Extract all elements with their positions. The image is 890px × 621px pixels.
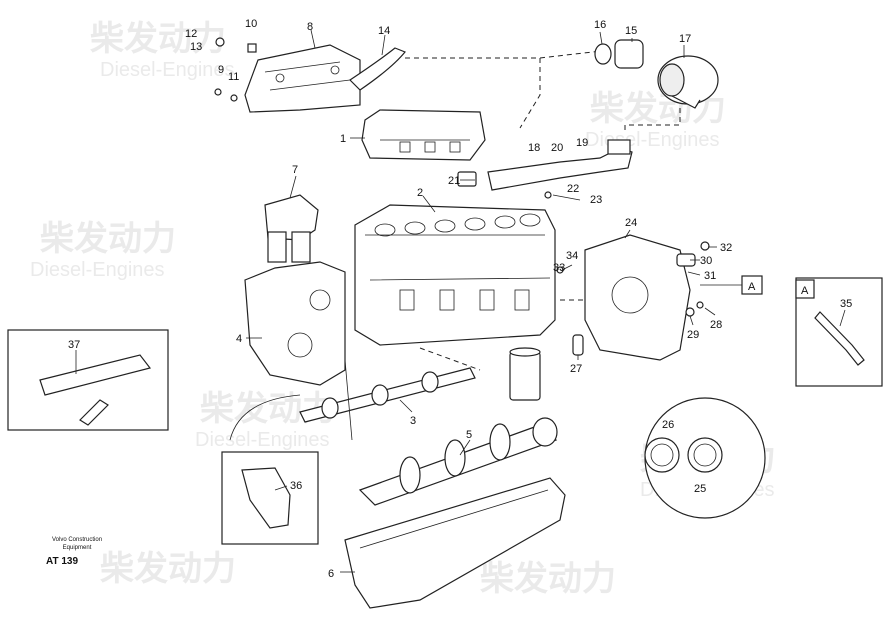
leader-lines bbox=[75, 29, 846, 573]
watermark-en: Diesel-Engines bbox=[585, 129, 720, 151]
watermark-cn: 柴发动力 bbox=[90, 20, 226, 58]
part-5-crankshaft bbox=[358, 417, 558, 506]
part-19-exhaust-pipe bbox=[487, 139, 633, 191]
callout-34: 34 bbox=[566, 250, 578, 262]
callout-11: 11 bbox=[228, 71, 239, 83]
callout-23: 23 bbox=[590, 194, 602, 206]
watermark-en: Diesel-Engines bbox=[100, 59, 235, 81]
part-14-pipe bbox=[349, 47, 406, 91]
detail-box-letter: A bbox=[801, 285, 809, 297]
callout-1: 1 bbox=[340, 133, 346, 145]
watermark-en: Diesel-Engines bbox=[195, 429, 330, 451]
part-6-oil-pan bbox=[344, 477, 566, 609]
reference-marker-letter: A bbox=[748, 281, 756, 293]
illustration-code: AT 139 bbox=[46, 556, 79, 567]
part-4-timing-cover bbox=[244, 261, 346, 386]
part-16-clamp bbox=[594, 43, 612, 65]
callout-28: 28 bbox=[710, 319, 722, 331]
callout-35: 35 bbox=[840, 298, 852, 310]
part-24-flywheel-housing bbox=[584, 234, 691, 361]
part-2-engine-block bbox=[354, 204, 556, 346]
callout-6: 6 bbox=[328, 568, 334, 580]
detail-box-37 bbox=[7, 329, 169, 431]
callout-3: 3 bbox=[410, 415, 416, 427]
callout-17: 17 bbox=[679, 33, 691, 45]
fasteners bbox=[214, 37, 710, 356]
callout-20: 20 bbox=[551, 142, 563, 154]
callout-5: 5 bbox=[466, 429, 472, 441]
callout-33: 33 bbox=[553, 262, 565, 274]
callout-18: 18 bbox=[528, 142, 540, 154]
callout-4: 4 bbox=[236, 333, 242, 345]
reference-marker-a: A bbox=[700, 275, 763, 295]
callout-13: 13 bbox=[190, 41, 202, 53]
part-17-turbocharger bbox=[657, 55, 719, 109]
callout-9: 9 bbox=[218, 64, 224, 76]
part-21-gasket bbox=[457, 171, 477, 187]
callout-labels: 1 2 3 4 5 6 7 8 9 10 11 12 13 14 15 16 1… bbox=[68, 18, 852, 580]
callout-15: 15 bbox=[625, 25, 637, 37]
part-8-manifold bbox=[244, 44, 361, 113]
callout-25: 25 bbox=[694, 483, 706, 495]
callout-32: 32 bbox=[720, 242, 732, 254]
callout-8: 8 bbox=[307, 21, 313, 33]
publisher-name: Volvo Construction bbox=[52, 537, 103, 543]
part-1-valve-cover bbox=[361, 109, 486, 161]
callout-24: 24 bbox=[625, 217, 637, 229]
part-7-filter-housing bbox=[264, 194, 319, 263]
watermark-cn: 柴发动力 bbox=[100, 550, 236, 588]
part-15-hose bbox=[614, 39, 644, 69]
callout-16: 16 bbox=[594, 19, 606, 31]
callout-10: 10 bbox=[245, 18, 257, 30]
callout-7: 7 bbox=[292, 164, 298, 176]
seals-detail bbox=[644, 397, 766, 519]
callout-29: 29 bbox=[687, 329, 699, 341]
callout-21: 21 bbox=[448, 175, 460, 187]
callout-27: 27 bbox=[570, 363, 582, 375]
detail-box-36 bbox=[221, 394, 319, 545]
part-3-camshaft bbox=[299, 359, 476, 441]
callout-30: 30 bbox=[700, 255, 712, 267]
callout-31: 31 bbox=[704, 270, 716, 282]
publisher-division: Equipment bbox=[62, 545, 92, 551]
callout-26: 26 bbox=[662, 419, 674, 431]
callout-2: 2 bbox=[417, 187, 423, 199]
watermark-cn: 柴发动力 bbox=[40, 220, 176, 258]
publisher-caption: Volvo Construction Equipment bbox=[52, 536, 102, 552]
watermark-cn: 柴发动力 bbox=[480, 560, 616, 598]
callout-19: 19 bbox=[576, 137, 588, 149]
callout-37: 37 bbox=[68, 339, 80, 351]
callout-12: 12 bbox=[185, 28, 197, 40]
detail-box-a: A bbox=[795, 277, 883, 387]
callout-14: 14 bbox=[378, 25, 390, 37]
part-piston-liner bbox=[509, 347, 541, 401]
callout-36: 36 bbox=[290, 480, 302, 492]
watermark-en: Diesel-Engines bbox=[30, 259, 165, 281]
callout-22: 22 bbox=[567, 183, 579, 195]
